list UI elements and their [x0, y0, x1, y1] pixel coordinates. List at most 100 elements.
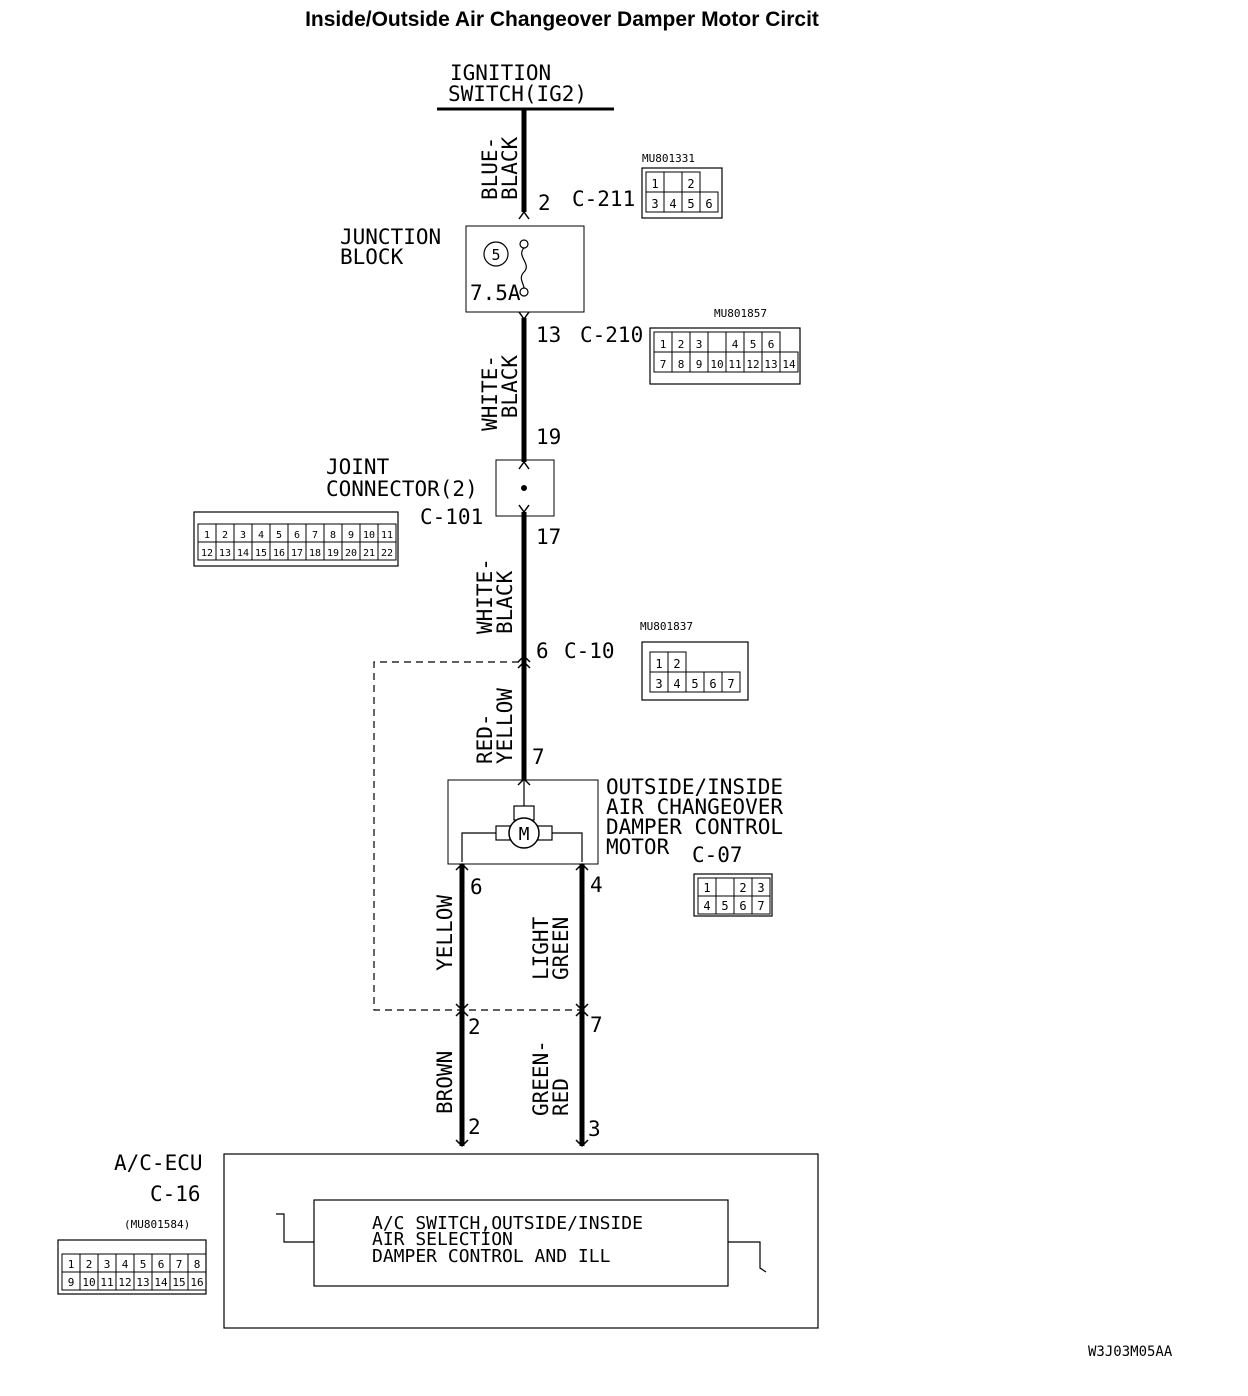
connector-pin-label: 10	[82, 1276, 95, 1289]
joint-connector-id: C-101	[420, 505, 483, 529]
connector-pin-label: 4	[258, 530, 264, 541]
wire-label-blue-black-2: BLACK	[498, 136, 522, 200]
motor-icon	[508, 817, 540, 849]
connector-pin-cell	[377, 541, 397, 561]
figure-code: W3J03M05AA	[1088, 1344, 1173, 1360]
connector-pin-cell	[779, 351, 799, 373]
connector-pin-label: 13	[764, 358, 777, 371]
motor-connector-id: C-07	[692, 843, 743, 867]
connector-pin-label: 3	[240, 530, 246, 541]
ecu-connector-id: C-16	[150, 1182, 201, 1206]
pin-ecu-right: 3	[588, 1117, 601, 1141]
pin-mid-left: 2	[468, 1015, 481, 1039]
connector-pin-label: 20	[345, 548, 357, 559]
pin-c10: 6	[536, 639, 549, 663]
connector-pin-label: 5	[721, 899, 728, 913]
wire-label-white-black-2: BLACK	[498, 355, 522, 419]
connector-pin-label: 21	[363, 548, 375, 559]
connector-pin-label: 5	[687, 197, 694, 211]
connector-pin-label: 8	[194, 1258, 201, 1271]
lower-connector-marks	[455, 862, 589, 1148]
connector-pin-label: 2	[222, 530, 228, 541]
connector-pin-label: 6	[739, 899, 746, 913]
ecu-name: A/C-ECU	[114, 1151, 203, 1175]
connector-pin-label: 4	[122, 1258, 129, 1271]
connector-pin-label: 5	[750, 338, 757, 351]
connector-pin-label: 6	[768, 338, 775, 351]
fuse-number: 5	[491, 246, 500, 264]
fuse-icon	[520, 247, 527, 289]
connector-pin-label: 11	[728, 358, 741, 371]
connector-pin-label: 3	[104, 1258, 111, 1271]
connector-pin-label: 6	[709, 677, 716, 691]
connector-pin-label: 7	[660, 358, 667, 371]
ignition-switch: IGNITION SWITCH(IG2)	[437, 61, 614, 111]
connector-pin-label: 1	[204, 530, 210, 541]
wire-label-light-green-2: GREEN	[549, 917, 573, 980]
connector-pin-cell	[663, 171, 683, 193]
connector-pin-label: 2	[678, 338, 685, 351]
connector-pin-label: 13	[136, 1276, 149, 1289]
motor-label-4: MOTOR	[606, 835, 670, 859]
pin-c210: 13	[536, 323, 561, 347]
connector-pin-label: 19	[327, 548, 339, 559]
connector-id-c210: C-210	[580, 323, 643, 347]
wire-label-white-black-4: BLACK	[493, 570, 517, 634]
motor-label-1: OUTSIDE/INSIDE	[606, 775, 783, 799]
connector-pin-label: 12	[118, 1276, 131, 1289]
connector-pin-label: 11	[381, 530, 393, 541]
connector-pin-label: 10	[363, 530, 375, 541]
connector-pin-label: 7	[312, 530, 318, 541]
connector-pin-cell	[751, 895, 771, 915]
connector-pin-label: 5	[276, 530, 282, 541]
pin-mid-right: 7	[590, 1013, 603, 1037]
motor-label-3: DAMPER CONTROL	[606, 815, 783, 839]
pin-ecu-left: 2	[468, 1115, 481, 1139]
connector-pin-cell	[715, 877, 735, 897]
connector-pin-cell	[187, 1271, 207, 1291]
connector-marks	[517, 210, 531, 786]
connector-pin-label: 15	[172, 1276, 185, 1289]
connector-pin-label: 14	[154, 1276, 168, 1289]
pin-motor-in: 7	[532, 745, 545, 769]
joint-connector-label-2: CONNECTOR(2)	[326, 477, 478, 501]
pin-jc-out: 17	[536, 525, 561, 549]
diagram-title: Inside/Outside Air Changeover Damper Mot…	[305, 8, 819, 31]
connector-pin-label: 12	[201, 548, 213, 559]
joint-connector-label-1: JOINT	[326, 455, 390, 479]
connector-pin-label: 6	[158, 1258, 165, 1271]
connector-pin-cell	[699, 191, 719, 213]
connector-pin-label: 1	[660, 338, 667, 351]
connector-id-c211: C-211	[572, 187, 635, 211]
connector-c210-part: MU801857	[714, 307, 767, 320]
shield-dashed-line	[373, 661, 582, 1011]
connector-pin-label: 12	[746, 358, 759, 371]
connector-pin-cell	[707, 331, 727, 353]
motor-label-2: AIR CHANGEOVER	[606, 795, 783, 819]
junction-block-label-1: JUNCTION	[340, 225, 441, 249]
connector-pin-label: 16	[190, 1276, 203, 1289]
pin-c211: 2	[538, 191, 551, 215]
ecu-inner-line2: AIR SELECTION	[372, 1229, 513, 1250]
connector-pin-label: 14	[782, 358, 796, 371]
wire-label-white-black-3: WHITE-	[473, 558, 497, 634]
connector-pin-label: 11	[100, 1276, 113, 1289]
connector-pin-label: 4	[732, 338, 739, 351]
connector-pin-label: 9	[68, 1276, 75, 1289]
connector-pin-label: 2	[673, 657, 680, 671]
connector-id-c10: C-10	[564, 639, 615, 663]
pin-motor-right: 4	[590, 873, 603, 897]
connector-pin-label: 7	[757, 899, 764, 913]
connector-pin-label: 2	[739, 881, 746, 895]
connector-pin-label: 7	[176, 1258, 183, 1271]
wire-label-red-yellow-2: YELLOW	[493, 688, 517, 764]
connector-pin-label: 4	[673, 677, 680, 691]
wire-label-blue-black-1: BLUE-	[478, 137, 502, 200]
lower-wires	[459, 864, 585, 1146]
connector-pin-label: 3	[651, 197, 658, 211]
connector-pin-label: 7	[727, 677, 734, 691]
